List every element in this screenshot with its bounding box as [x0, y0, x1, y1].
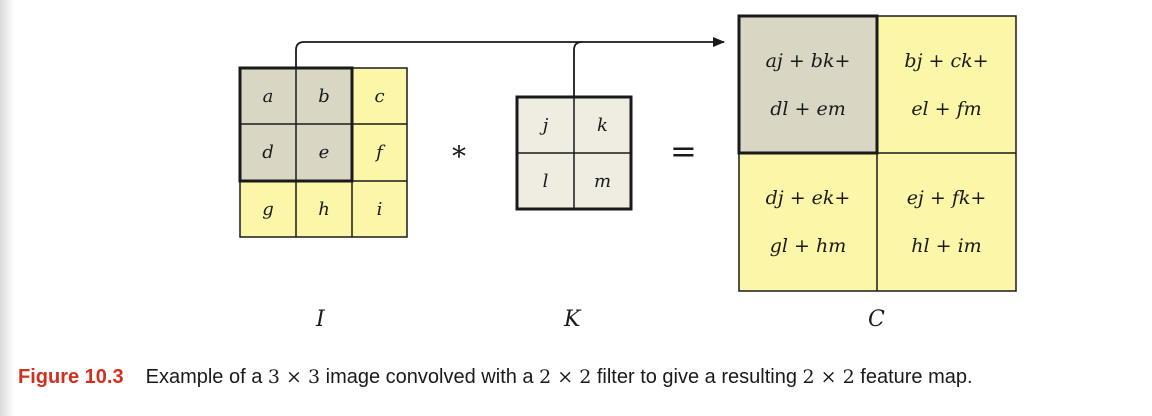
output-grid [737, 14, 1017, 292]
input-cell-f: f [352, 124, 407, 181]
caption-dimension: 2 × 2 [539, 366, 592, 388]
caption-text: Example of a [145, 366, 263, 388]
caption-dimension: 2 × 2 [802, 366, 855, 388]
kernel-cell-k: k [574, 97, 631, 153]
caption-dimension: 3 × 3 [267, 366, 321, 388]
output-term-line2: gl + hm [769, 235, 847, 257]
input-matrix-label: I [316, 307, 325, 332]
output-cell-bottom-left: dj + ek+ gl + hm [739, 153, 877, 291]
figure-number: Figure 10.3 [18, 366, 124, 388]
input-cell-e: e [296, 124, 352, 181]
input-cell-c: c [352, 68, 407, 124]
caption-text: image convolved with a [325, 366, 534, 388]
output-term-line1: ej + fk+ [906, 187, 987, 209]
output-cell-top-right: bj + ck+ el + fm [877, 16, 1016, 153]
kernel-cell-l: l [517, 153, 574, 209]
convolution-operator: * [452, 140, 466, 173]
figure-caption: Figure 10.3 Example of a 3 × 3 image conv… [18, 366, 973, 389]
input-cell-h: h [296, 181, 352, 237]
output-term-line1: bj + ck+ [904, 49, 989, 72]
input-cell-b: b [296, 68, 352, 124]
caption-text: feature map. [860, 366, 973, 388]
output-term-line2: el + fm [911, 97, 982, 120]
input-cell-d: d [240, 124, 296, 181]
output-term-line2: hl + im [911, 235, 982, 257]
input-grid [238, 66, 408, 238]
input-cell-g: g [240, 181, 296, 237]
output-term-line2: dl + em [770, 97, 846, 120]
equals-sign: = [670, 132, 697, 170]
caption-text: filter to give a resulting [596, 366, 797, 388]
output-term-line1: aj + bk+ [765, 49, 851, 72]
output-cell-top-left: aj + bk+ dl + em [739, 16, 877, 153]
input-cell-i: i [352, 181, 407, 237]
left-page-shadow [0, 0, 14, 416]
kernel-cell-m: m [574, 153, 631, 209]
output-cell-bottom-right: ej + fk+ hl + im [877, 153, 1016, 291]
output-term-line1: dj + ek+ [765, 187, 851, 209]
arrow-connector [295, 37, 725, 97]
kernel-cell-j: j [517, 97, 574, 153]
input-cell-a: a [240, 68, 296, 124]
kernel-matrix-label: K [564, 307, 581, 332]
output-matrix-label: C [868, 307, 885, 332]
kernel-grid [515, 95, 633, 211]
